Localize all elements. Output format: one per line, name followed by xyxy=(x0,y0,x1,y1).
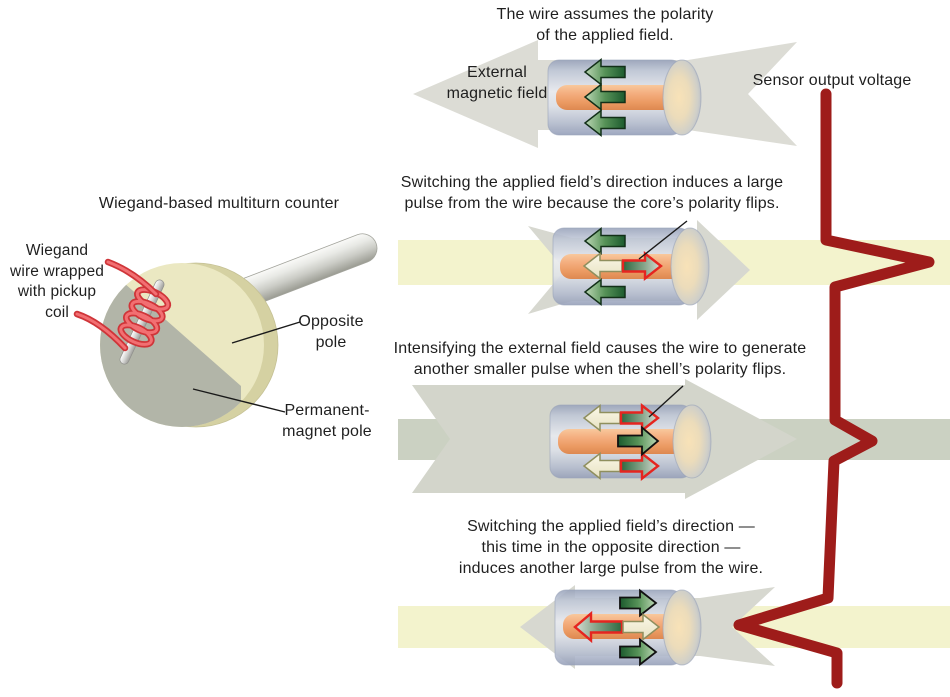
core-polarity-arrow-right-icon xyxy=(617,425,660,457)
wiegand-wire-stage-1 xyxy=(547,57,702,138)
caption-stage-3: Intensifying the external field causes t… xyxy=(394,339,807,380)
permanent-magnet-pole-label: Permanent- magnet pole xyxy=(282,401,372,442)
sensor-output-trace xyxy=(733,88,935,689)
caption-line: External xyxy=(467,64,527,81)
caption-line: magnetic field xyxy=(446,84,548,102)
caption-stage-2: Switching the applied field’s direction … xyxy=(401,173,783,214)
caption-line: Opposite xyxy=(298,313,364,330)
wiegand-wire-stage-4 xyxy=(554,588,702,667)
caption-line: wire wrapped xyxy=(10,262,104,280)
wire-end-cap xyxy=(662,59,702,136)
shell-polarity-arrows-right-icon xyxy=(619,588,658,667)
multiturn-counter-illustration xyxy=(73,233,378,428)
caption-stage-4: Switching the applied field’s direction … xyxy=(459,516,763,579)
permanent-pole-pointer-line xyxy=(192,388,286,413)
caption-line: magnet pole xyxy=(282,422,372,440)
sensor-output-label: Sensor output voltage xyxy=(752,72,912,89)
caption-line: of the applied field. xyxy=(536,26,674,44)
caption-line: Permanent- xyxy=(284,402,370,419)
shell-flipped-polarity-arrows-right-icon xyxy=(619,403,660,481)
wire-end-cap xyxy=(672,404,712,479)
caption-line: coil xyxy=(45,303,69,321)
caption-line: induces another large pulse from the wir… xyxy=(458,560,764,577)
wiegand-wire-label: Wiegand wire wrapped with pickup coil xyxy=(10,241,104,323)
opposite-pole-label: Opposite pole xyxy=(298,312,363,353)
caption-line: this time in the opposite direction — xyxy=(481,539,741,556)
caption-line: The wire assumes the polarity xyxy=(496,6,714,23)
core-flipped-polarity-arrow-right-icon xyxy=(621,251,663,281)
wiegand-wire-stage-2 xyxy=(552,226,710,307)
core-old-polarity-arrow-right-icon xyxy=(622,612,661,642)
pickup-coil-icon xyxy=(73,258,172,365)
coil-lead-wires xyxy=(73,258,160,352)
left-panel-title: Wiegand-based multiturn counter xyxy=(98,195,340,212)
wiegand-wire-stage-3 xyxy=(549,403,712,481)
caption-line: pole xyxy=(315,333,347,351)
polarity-arrows-left-icon xyxy=(583,57,626,138)
wire-end-cap xyxy=(662,589,702,666)
external-field-label: External magnetic field xyxy=(447,63,548,104)
core-old-polarity-arrow-left-icon xyxy=(582,251,623,281)
caption-line: Switching the applied field’s direction … xyxy=(467,518,755,535)
wire-end-cap xyxy=(670,227,710,306)
caption-stage-1: The wire assumes the polarity of the app… xyxy=(497,5,714,46)
caption-line: Switching the applied field’s direction … xyxy=(400,174,784,191)
core-flip-pointer-line xyxy=(638,220,688,260)
pointer-lines xyxy=(192,321,301,413)
opposite-pole-pointer-line xyxy=(231,321,301,344)
shell-polarity-arrows-left-icon xyxy=(583,226,626,307)
caption-line: with pickup xyxy=(17,283,97,300)
caption-line: another smaller pulse when the shell’s p… xyxy=(413,360,787,378)
caption-line: Wiegand xyxy=(25,242,89,259)
shell-flip-pointer-line xyxy=(648,385,684,418)
caption-line: Intensifying the external field causes t… xyxy=(393,340,807,357)
shell-old-polarity-arrows-left-icon xyxy=(582,403,621,481)
core-flipped-polarity-arrow-left-icon xyxy=(573,610,624,644)
caption-line: pulse from the wire because the core’s p… xyxy=(404,194,780,212)
